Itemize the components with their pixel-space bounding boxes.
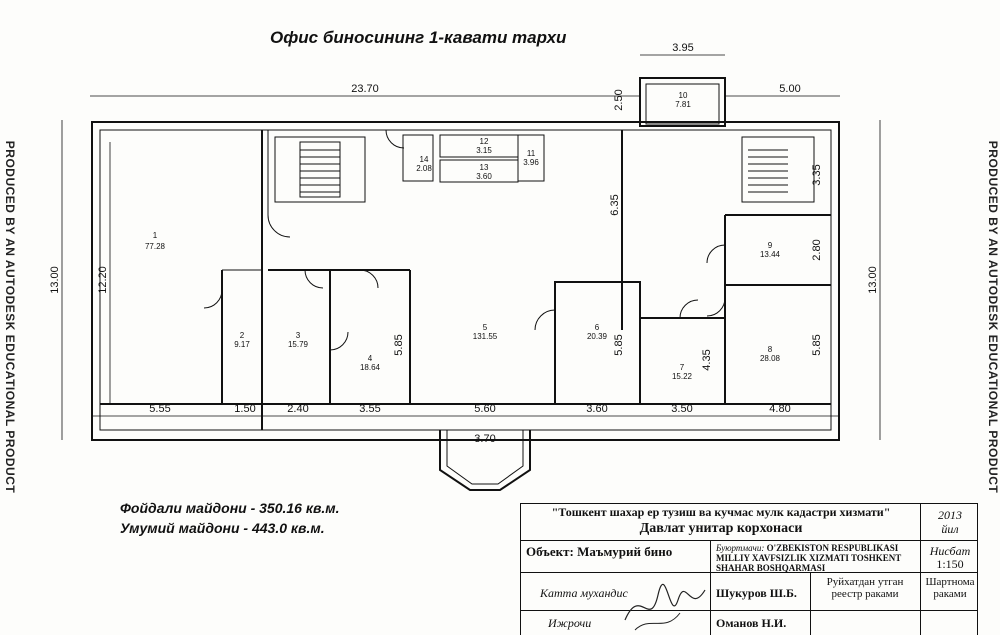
room-9-area: 13.44	[760, 250, 781, 259]
room-4-area: 18.64	[360, 363, 381, 372]
org-name-1: "Тошкент шахар ер тузиш ва кучмас мулк к…	[551, 505, 891, 519]
engineer-name: Шукуров Ш.Б.	[716, 586, 797, 600]
room-2-no: 2	[240, 331, 245, 340]
room-6-no: 6	[595, 323, 600, 332]
outer-wall	[91, 121, 840, 441]
scale: 1:150	[936, 557, 964, 571]
room-13-area: 3.60	[476, 172, 492, 181]
room-5-no: 5	[483, 323, 488, 332]
dim-bottom-2: 1.50	[234, 403, 255, 415]
contract-label: Шартнома раками	[925, 576, 975, 600]
room-12-no: 12	[480, 137, 489, 146]
dim-top-total: 23.70	[351, 83, 379, 95]
dim-annex-depth: 2.50	[613, 89, 625, 110]
useful-area: Фойдали майдони - 350.16 кв.м.	[120, 500, 340, 516]
room-11-no: 11	[527, 149, 536, 158]
title-block	[520, 503, 978, 635]
room-6-area: 20.39	[587, 332, 608, 341]
engineer-label: Катта мухандис	[540, 586, 628, 600]
room-9-no: 9	[768, 241, 773, 250]
org-name-2: Давлат унитар корхонаси	[639, 521, 803, 536]
room-2-area: 9.17	[234, 340, 250, 349]
dim-bottom-7: 3.50	[671, 403, 692, 415]
dim-bottom-8: 4.80	[769, 403, 790, 415]
signature	[624, 583, 706, 631]
room-5-area: 131.55	[473, 332, 498, 341]
dim-room8: 5.85	[811, 334, 823, 355]
dim-room7: 4.35	[701, 349, 713, 370]
registry-label: Руйхатдан утган реестр раками	[826, 576, 904, 600]
dim-bottom-4: 3.55	[359, 403, 380, 415]
customer-value: O'ZBEKISTON RESPUBLIKASI MILLIY XAVFSIZL…	[716, 543, 902, 573]
customer-label: Буюртмачи:	[716, 543, 765, 553]
dim-stair-right: 3.35	[811, 164, 823, 185]
executor-label: Ижрочи	[548, 616, 592, 630]
room-1-area: 77.28	[145, 242, 166, 251]
dim-bottom-1: 5.55	[149, 403, 170, 415]
dim-room4: 5.85	[393, 334, 405, 355]
dim-bottom-5: 5.60	[474, 403, 495, 415]
room-8-no: 8	[768, 345, 773, 354]
room-10-no: 10	[679, 91, 688, 100]
dim-inner-left: 12.20	[97, 266, 109, 294]
year: 2013	[938, 508, 962, 522]
room-4-no: 4	[368, 354, 373, 363]
room-3-area: 15.79	[288, 340, 309, 349]
room-7-no: 7	[680, 363, 685, 372]
room-13-no: 13	[480, 163, 489, 172]
total-area: Умумий майдони - 443.0 кв.м.	[120, 520, 325, 536]
dim-entrance: 3.70	[474, 433, 495, 445]
executor-name: Оманов Н.И.	[716, 616, 787, 630]
room-10-area: 7.81	[675, 100, 691, 109]
dim-right-height: 13.00	[867, 266, 879, 294]
customer: Буюртмачи: O'ZBEKISTON RESPUBLIKASI MILL…	[716, 543, 916, 573]
dim-annex-width: 3.95	[672, 42, 693, 54]
object-name: Объект: Маъмурий бино	[526, 544, 673, 559]
room-12-area: 3.15	[476, 146, 492, 155]
room-1-no: 1	[153, 231, 158, 240]
room-3-no: 3	[296, 331, 301, 340]
plan-title: Офис биносининг 1-кавати тархи	[270, 28, 567, 47]
dim-bottom-3: 2.40	[287, 403, 308, 415]
year-label: йил	[941, 522, 959, 536]
room-14-area: 2.08	[416, 164, 432, 173]
room-7-area: 15.22	[672, 372, 693, 381]
dim-left-height: 13.00	[49, 266, 61, 294]
dim-room9: 2.80	[811, 239, 823, 260]
room-11-area: 3.96	[523, 158, 539, 167]
room-14-no: 14	[420, 155, 429, 164]
scale-label: Нисбат	[929, 544, 971, 558]
dim-corridor: 6.35	[609, 194, 621, 215]
dim-room6: 5.85	[613, 334, 625, 355]
dim-bottom-6: 3.60	[586, 403, 607, 415]
dim-right-top: 5.00	[779, 83, 800, 95]
room-8-area: 28.08	[760, 354, 781, 363]
